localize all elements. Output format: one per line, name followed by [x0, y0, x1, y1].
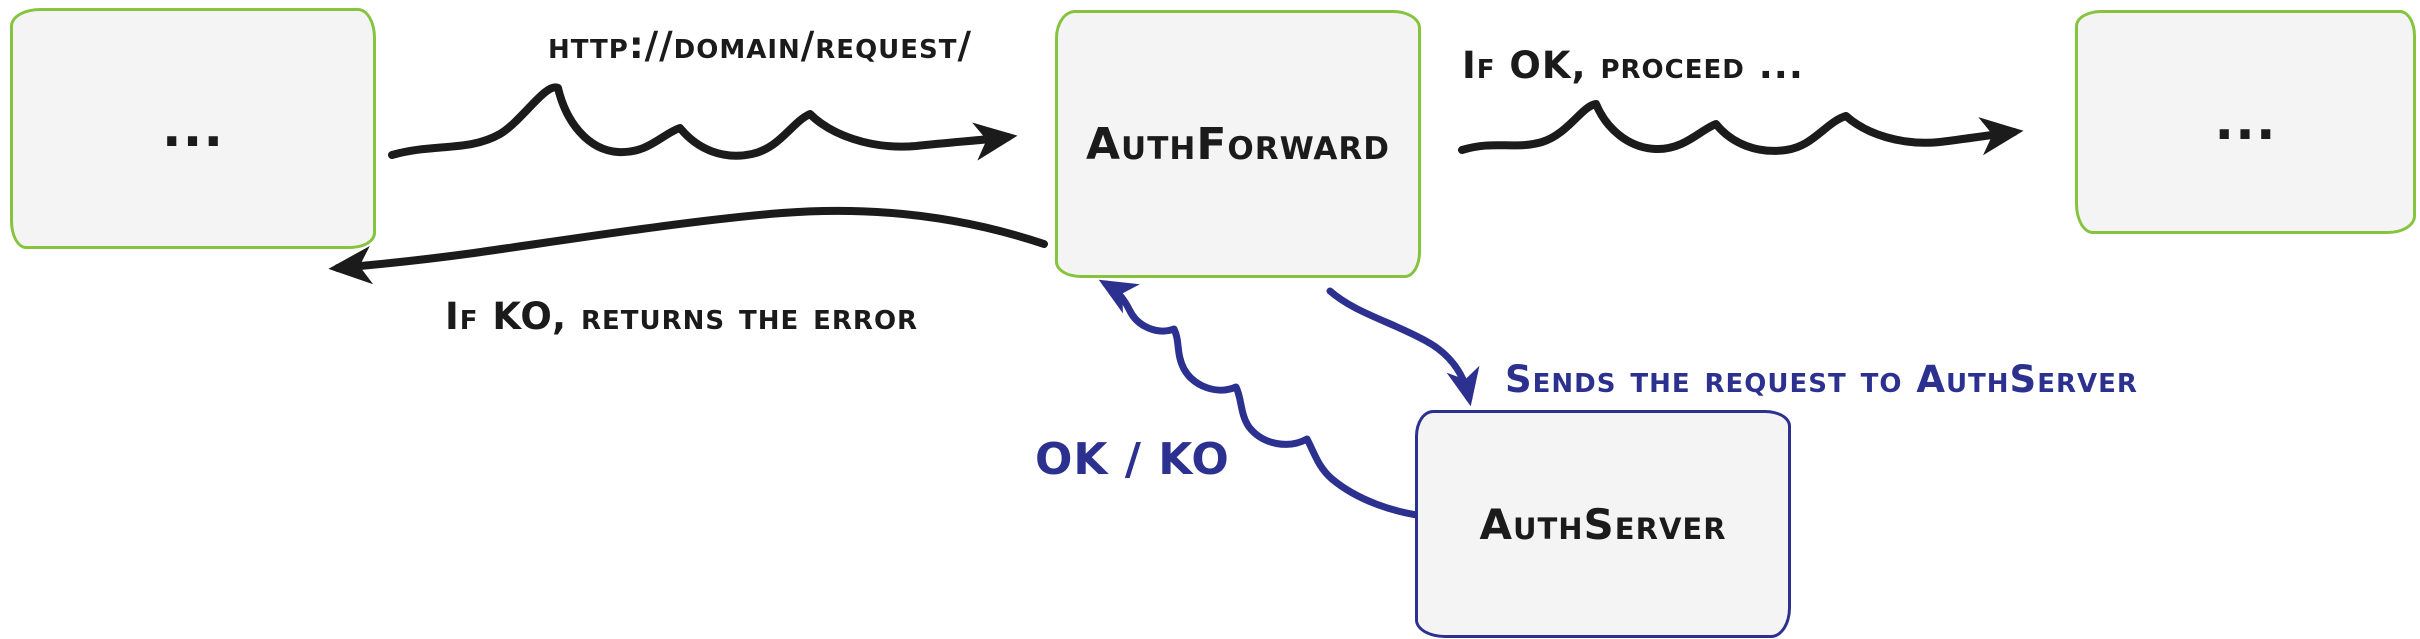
edge-label-ok-ko: OK / KO — [1035, 434, 1230, 485]
arrow-ok-proceed — [1458, 100, 2024, 156]
edge-label-ko-error: If KO, returns the error — [445, 295, 919, 338]
edge-label-send-auth: Sends the request to AuthServer — [1505, 358, 2138, 401]
node-client-right: ... — [2075, 10, 2416, 234]
edge-label-request: http://domain/request/ — [547, 24, 973, 67]
node-client-left: ... — [10, 8, 376, 249]
edge-label-ok-proceed: If OK, proceed ... — [1462, 44, 1804, 87]
arrow-send-auth — [1326, 287, 1480, 407]
node-auth-server-label: AuthServer — [1479, 499, 1727, 549]
arrow-ko-error — [328, 206, 1048, 285]
node-client-left-label: ... — [161, 98, 225, 159]
arrow-ok-ko — [1098, 279, 1436, 521]
node-auth-forward-label: AuthForward — [1086, 118, 1390, 170]
arrow-request — [388, 83, 1018, 161]
node-auth-server: AuthServer — [1415, 410, 1791, 638]
node-auth-forward: AuthForward — [1055, 10, 1421, 278]
node-client-right-label: ... — [2214, 92, 2277, 152]
